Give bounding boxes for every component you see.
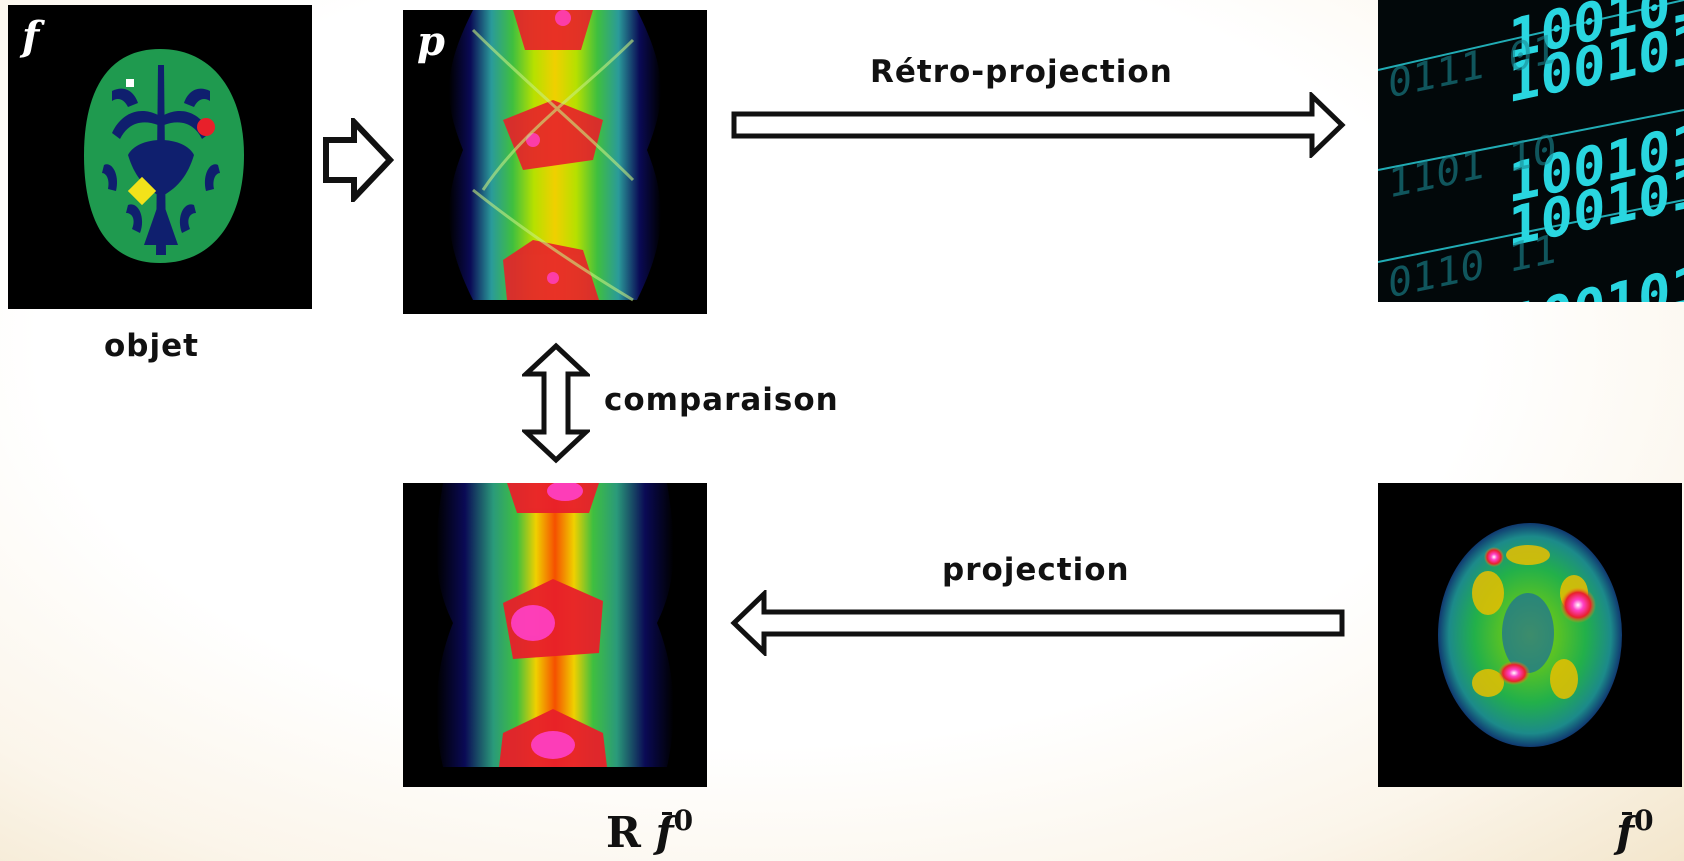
object-image: f — [8, 5, 312, 309]
reprojected-sinogram-graphic — [403, 483, 707, 787]
up-down-arrow-icon — [522, 342, 590, 464]
reprojected-estimate-symbol: f — [655, 808, 674, 857]
sinogram-reprojected-image — [403, 483, 707, 787]
sinogram-measured-image: p — [403, 10, 707, 314]
sinogram-graphic — [403, 10, 707, 314]
right-arrow-icon — [323, 118, 394, 202]
brain-phantom-graphic — [8, 5, 312, 309]
binary-data-image: 1001011 1001011 1001011 1001011 1001011 … — [1378, 0, 1684, 302]
estimate-iteration: 0 — [1634, 804, 1654, 837]
sinogram-symbol: p — [417, 18, 445, 65]
comparison-label: comparaison — [604, 382, 839, 418]
estimate-image — [1378, 483, 1682, 787]
long-left-arrow-icon — [730, 590, 1345, 656]
reprojected-estimate-iteration: 0 — [673, 804, 694, 837]
estimate-formula: f0 — [1616, 804, 1654, 857]
estimate-brain-graphic — [1378, 483, 1682, 787]
backprojection-label: Rétro-projection — [870, 54, 1173, 90]
binary-code-graphic: 1001011 1001011 1001011 1001011 1001011 … — [1378, 0, 1684, 302]
long-right-arrow-icon — [731, 92, 1346, 158]
object-symbol: f — [22, 13, 40, 60]
object-caption: objet — [104, 328, 199, 364]
projector-symbol: R — [606, 808, 641, 857]
estimate-symbol: f — [1616, 808, 1635, 857]
projection-label: projection — [942, 552, 1130, 588]
reprojected-formula: R f0 — [606, 804, 693, 857]
